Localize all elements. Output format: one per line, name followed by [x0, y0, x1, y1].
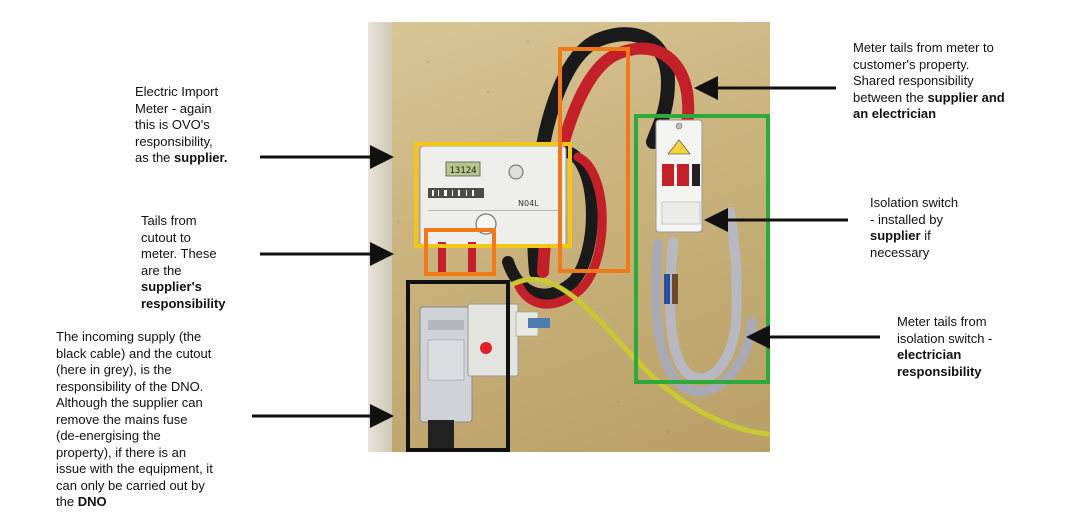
- note-line: supplier's: [141, 279, 202, 294]
- note-line: customer's property.: [853, 56, 970, 72]
- note-line: can only be carried out by: [56, 477, 205, 493]
- grey-tail-1: [665, 207, 742, 384]
- note-line: Meter tails from: [897, 314, 987, 329]
- note-line: (here in grey), is the: [56, 362, 172, 377]
- note-line: between the supplier and: [853, 89, 1005, 105]
- wall-edge: [368, 22, 392, 452]
- note-meter-tails-isolation: Meter tails from isolation switch - elec…: [897, 314, 1047, 380]
- incoming-black-cable: [428, 420, 454, 452]
- note-line: property), if there is an: [56, 444, 187, 460]
- meter-board-photo: 13124 N04L: [368, 22, 770, 452]
- note-bold: supplier.: [174, 150, 228, 165]
- note-line: Meter - again: [135, 100, 212, 116]
- note-line: the DNO: [56, 494, 107, 509]
- note-line: Meter tails from meter to: [853, 40, 994, 55]
- meter-reading: 13124: [449, 166, 476, 176]
- note-tails-cutout: Tails from cutout to meter. These are th…: [141, 213, 261, 312]
- cutout-highlight-frame: [406, 280, 510, 452]
- seal-dot: [480, 342, 492, 354]
- note-line: remove the mains fuse: [56, 411, 188, 427]
- note-line: responsibility of the DNO.: [56, 378, 204, 394]
- note-line: this is OVO's: [135, 117, 210, 132]
- note-line: as the supplier.: [135, 150, 228, 165]
- note-incoming-supply: The incoming supply (the black cable) an…: [56, 329, 256, 511]
- red-cable-loop: [513, 152, 607, 309]
- note-line: Electric Import: [135, 84, 219, 99]
- isolation-switch-highlight-frame: [634, 114, 770, 384]
- note-line: responsibility: [141, 295, 226, 311]
- note-line: supplier if: [870, 228, 931, 243]
- note-line: an electrician: [853, 106, 937, 121]
- meter-model: N04L: [518, 199, 539, 208]
- note-meter-tails-customer: Meter tails from meter to customer's pro…: [853, 40, 1053, 123]
- note-line: Isolation switch: [870, 195, 959, 210]
- note-line: electrician: [897, 347, 962, 362]
- note-line: isolation switch -: [897, 330, 993, 346]
- note-line: are the: [141, 262, 182, 278]
- earth-cable: [510, 276, 770, 437]
- note-line: responsibility: [897, 363, 982, 379]
- note-isolation-switch: Isolation switch - installed by supplier…: [870, 195, 1020, 261]
- note-line: necessary: [870, 244, 930, 260]
- note-line: Shared responsibility: [853, 73, 974, 88]
- note-import-meter: Electric Import Meter - again this is OV…: [135, 84, 275, 167]
- note-line: Tails from: [141, 213, 197, 228]
- note-line: issue with the equipment, it: [56, 461, 213, 476]
- meter-display: [445, 161, 481, 177]
- meter-board-illustration: 13124 N04L: [396, 27, 770, 452]
- note-line: cutout to: [141, 229, 191, 245]
- note-line: - installed by: [870, 211, 943, 227]
- tails-cutout-highlight-frame: [424, 228, 496, 276]
- note-line: meter. These: [141, 246, 217, 261]
- meter-tails-highlight-frame: [558, 47, 630, 273]
- fuse-carrier: [467, 303, 519, 377]
- note-line: responsibility,: [135, 133, 213, 149]
- note-line: Although the supplier can: [56, 395, 203, 410]
- note-line: black cable) and the cutout: [56, 345, 212, 361]
- note-line: (de-energising the: [56, 428, 161, 443]
- note-line: The incoming supply (the: [56, 329, 202, 344]
